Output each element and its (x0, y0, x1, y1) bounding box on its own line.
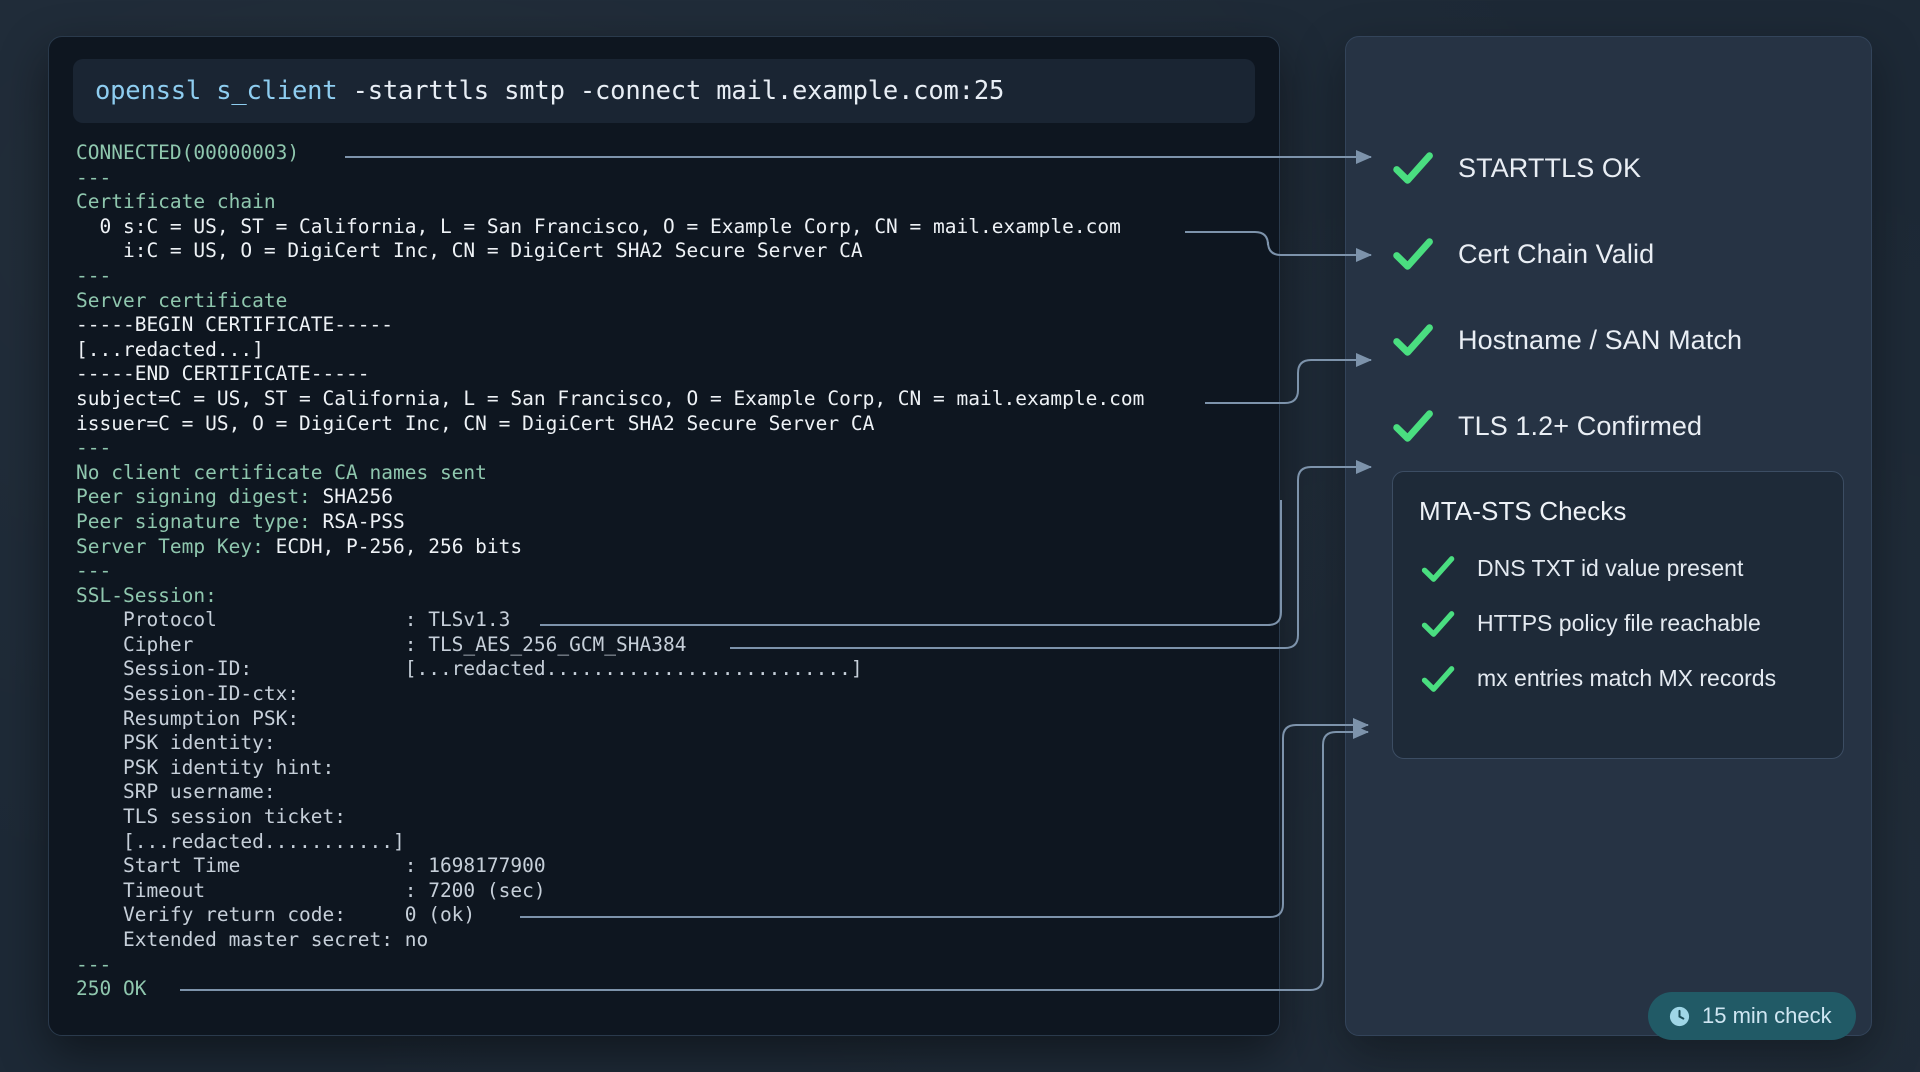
terminal-line: Timeout : 7200 (sec) (76, 878, 546, 902)
command-bar[interactable]: openssl s_client -starttls smtp -connect… (73, 59, 1255, 123)
check-icon (1390, 145, 1436, 191)
terminal-line: Session-ID-ctx: (76, 682, 300, 706)
terminal-line: --- (76, 952, 112, 976)
terminal-line: [...redacted...........] (76, 829, 405, 853)
command-line: openssl s_client -starttls smtp -connect… (95, 76, 1233, 106)
terminal-line-value: SHA256 (322, 485, 393, 509)
terminal-line: Server certificate (76, 288, 288, 312)
terminal-line-label: Server Temp Key: (76, 534, 276, 558)
terminal-line: SRP username: (76, 780, 276, 804)
terminal-line: Peer signature type: RSA-PSS (76, 510, 1255, 535)
check-icon (1419, 660, 1457, 698)
terminal-line: Cipher : TLS_AES_256_GCM_SHA384 (76, 632, 687, 656)
terminal-line: SSL-Session: (76, 583, 217, 607)
check-row[interactable]: STARTTLS OK (1390, 125, 1850, 211)
terminal-line: No client certificate CA names sent (76, 460, 487, 484)
terminal-line-value: ECDH, P-256, 256 bits (275, 534, 523, 558)
check-icon (1390, 403, 1436, 449)
terminal-line: PSK identity hint: (76, 755, 335, 779)
check-label: STARTTLS OK (1458, 152, 1642, 183)
terminal-line: --- (76, 436, 112, 460)
terminal-line: i:C = US, O = DigiCert Inc, CN = DigiCer… (76, 239, 863, 263)
check-row[interactable]: TLS 1.2+ Confirmed (1390, 383, 1850, 469)
terminal-line: -----BEGIN CERTIFICATE----- (76, 313, 393, 337)
terminal-line: Protocol : TLSv1.3 (76, 608, 511, 632)
interval-badge[interactable]: 15 min check (1648, 992, 1856, 1040)
check-label: Hostname / SAN Match (1458, 324, 1743, 355)
check-icon (1419, 605, 1457, 643)
mta-sts-label: DNS TXT id value present (1477, 555, 1744, 581)
terminal-window: openssl s_client -starttls smtp -connect… (48, 36, 1280, 1036)
mta-sts-title: MTA-STS Checks (1419, 496, 1627, 526)
check-icon (1390, 231, 1436, 277)
terminal-line: 250 OK (76, 977, 147, 1001)
mta-sts-row[interactable]: HTTPS policy file reachable (1419, 596, 1817, 651)
check-icon (1419, 550, 1457, 588)
check-row[interactable]: Hostname / SAN Match (1390, 297, 1850, 383)
terminal-line: 0 s:C = US, ST = California, L = San Fra… (76, 214, 1121, 238)
mta-sts-row[interactable]: mx entries match MX records (1419, 651, 1817, 706)
terminal-line: Verify return code: 0 (ok) (76, 903, 476, 927)
terminal-line: --- (76, 559, 112, 583)
terminal-line: Session-ID: [...redacted................… (76, 657, 863, 681)
terminal-line: Extended master secret: no (76, 928, 429, 951)
terminal-line-label: Peer signature type: (76, 509, 323, 533)
terminal-line: Start Time : 1698177900 (76, 854, 546, 878)
check-label: Cert Chain Valid (1458, 238, 1655, 269)
terminal-line: PSK identity: (76, 731, 276, 755)
terminal-line: TLS session ticket: (76, 805, 347, 829)
terminal-line-value: RSA-PSS (322, 509, 405, 533)
interval-badge-label: 15 min check (1702, 1003, 1832, 1028)
check-icon (1390, 317, 1436, 363)
terminal-line: -----END CERTIFICATE----- (76, 362, 370, 386)
terminal-line: Peer signing digest: SHA256 (76, 485, 1255, 510)
mta-sts-label: mx entries match MX records (1477, 665, 1777, 691)
clock-icon (1668, 1005, 1691, 1028)
check-row[interactable]: Cert Chain Valid (1390, 211, 1850, 297)
terminal-line: Resumption PSK: (76, 706, 300, 730)
terminal-output: CONNECTED(00000003)---Certificate chain … (73, 141, 1255, 1002)
terminal-line: issuer=C = US, O = DigiCert Inc, CN = Di… (76, 411, 875, 435)
check-label: TLS 1.2+ Confirmed (1458, 410, 1703, 441)
terminal-line-label: Peer signing digest: (76, 485, 323, 509)
terminal-line: Server Temp Key: ECDH, P-256, 256 bits (76, 535, 1255, 560)
terminal-line: subject=C = US, ST = California, L = San… (76, 386, 1145, 410)
mta-sts-row[interactable]: DNS TXT id value present (1419, 541, 1817, 596)
terminal-line: CONNECTED(00000003) (76, 141, 300, 164)
terminal-line: --- (76, 263, 112, 287)
mta-sts-label: HTTPS policy file reachable (1477, 610, 1761, 636)
terminal-line: [...redacted...] (76, 337, 264, 361)
command-rest: -starttls smtp -connect mail.example.com… (337, 76, 1005, 106)
command-accent: openssl s_client (95, 76, 338, 106)
terminal-line: Certificate chain (76, 190, 276, 214)
terminal-line: --- (76, 165, 112, 189)
